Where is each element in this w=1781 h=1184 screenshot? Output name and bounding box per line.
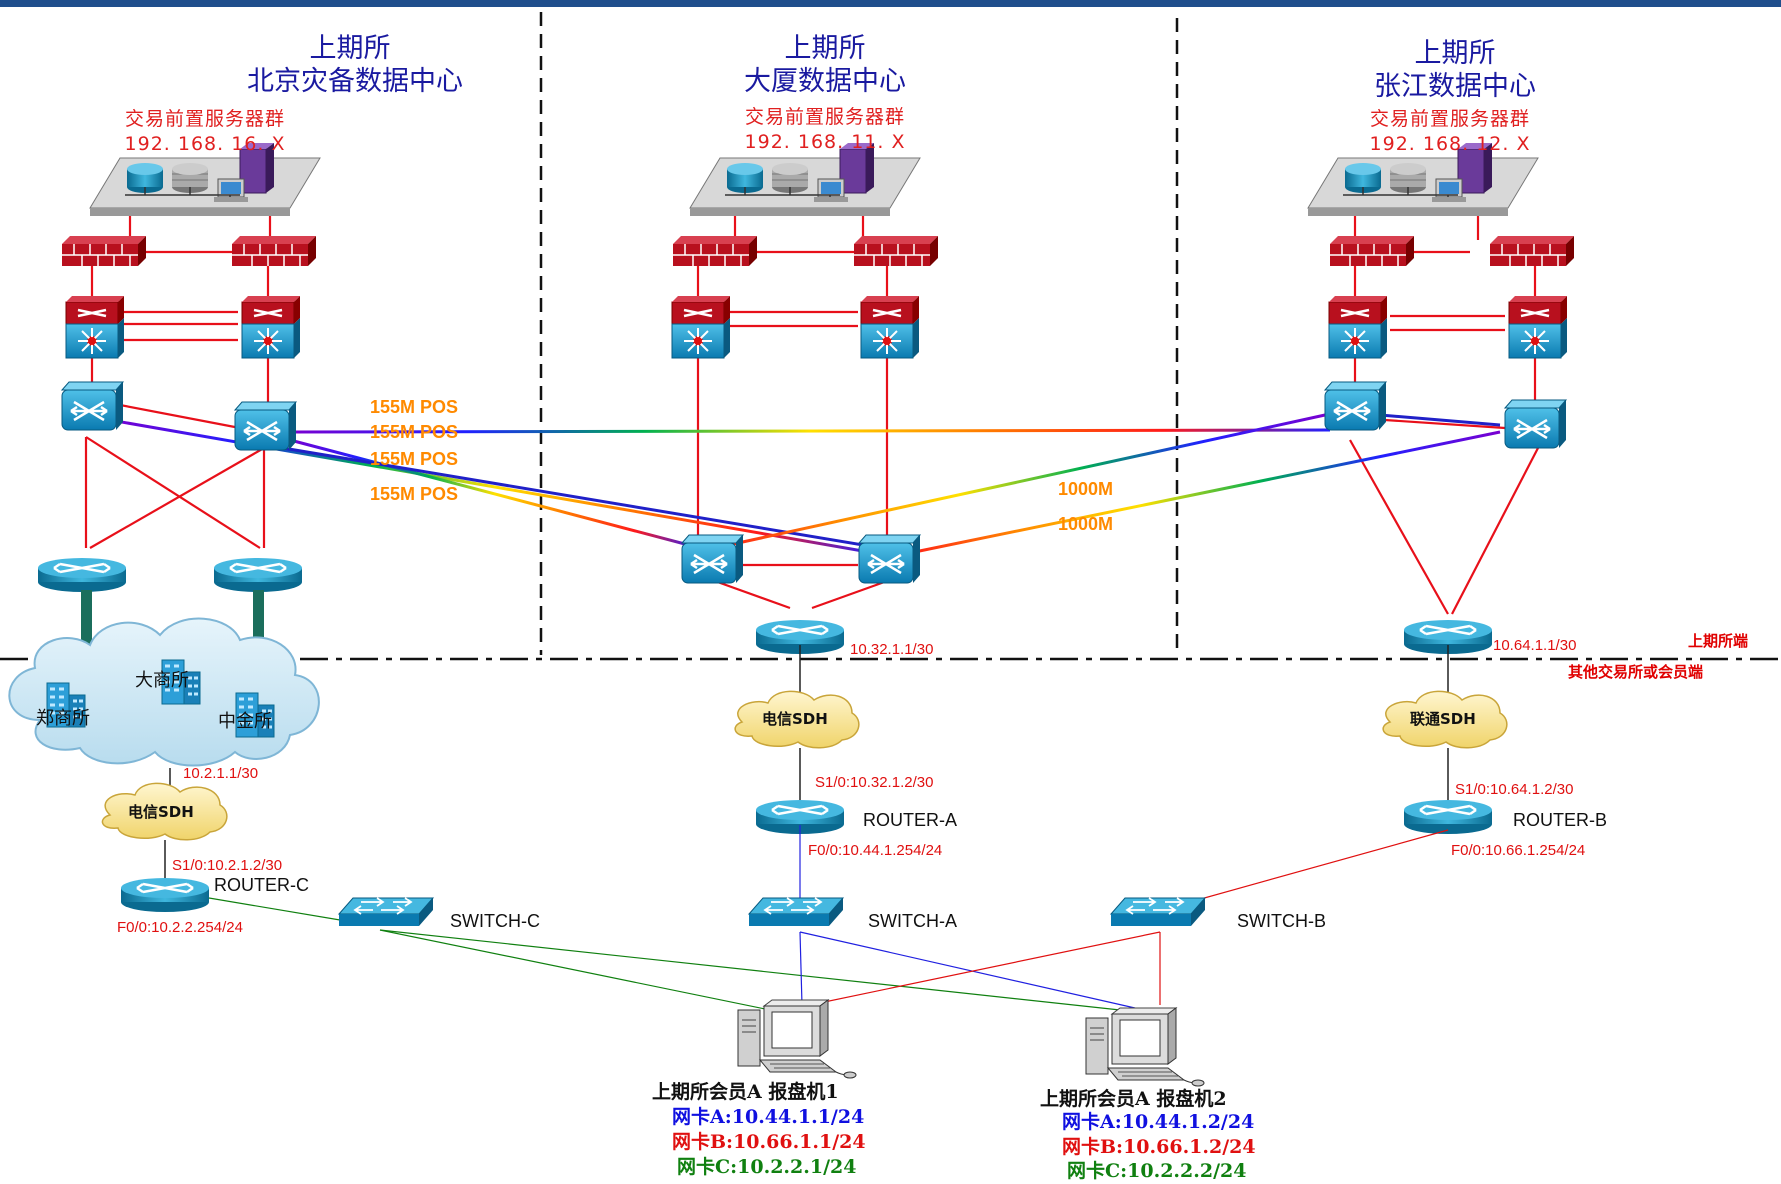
atm-switch-icon [857, 533, 922, 585]
center-1-line2: 北京灾备数据中心 [247, 66, 463, 97]
router-b-serial-ip: S1/0:10.64.1.2/30 [1455, 781, 1574, 798]
pc1-nic-a: 网卡A:10.44.1.1/24 [672, 1106, 865, 1128]
workstation-icon [737, 999, 857, 1079]
switch-a-label: SWITCH-A [868, 911, 957, 931]
mid-sdh-label: 电信SDH [762, 710, 828, 728]
left-cloud-ip: 10.2.1.1/30 [183, 765, 259, 782]
router-icon [36, 556, 128, 594]
atm-switch-icon [233, 400, 298, 452]
right-sdh-label: 联通SDH [1410, 710, 1476, 728]
center-1-line1: 上期所 [309, 33, 391, 64]
firewall-icon [853, 235, 939, 267]
router-a-label: ROUTER-A [863, 810, 957, 830]
cloud-icon [101, 782, 228, 841]
server-rack-icon [689, 142, 921, 217]
red-links [84, 188, 1539, 615]
multilayer-switch-icon [1507, 294, 1569, 360]
multilayer-switch-icon [240, 294, 302, 360]
router-icon [212, 556, 304, 594]
center-1-subnet: 192. 168. 16. X [124, 133, 286, 155]
router-c-serial-ip: S1/0:10.2.1.2/30 [172, 857, 283, 874]
router-b-fast-ip: F0/0:10.66.1.254/24 [1451, 842, 1586, 859]
router-icon [1402, 798, 1494, 836]
switch-c-label: SWITCH-C [450, 911, 540, 931]
atm-switch-icon [1503, 398, 1568, 450]
center-3-line1: 上期所 [1414, 38, 1496, 69]
center-3-cluster: 交易前置服务器群 [1369, 108, 1530, 130]
link-label-pos-4: 155M POS [370, 484, 459, 504]
center-2-line1: 上期所 [784, 33, 866, 64]
cloud-icon [734, 690, 860, 749]
boundary-label-upper: 上期所端 [1688, 632, 1749, 650]
link-label-1000m-2: 1000M [1058, 514, 1114, 534]
pc2-nic-a: 网卡A:10.44.1.2/24 [1062, 1111, 1255, 1133]
boundary-label-lower: 其他交易所或会员端 [1568, 663, 1704, 681]
cloud-label-cffex: 中金所 [218, 711, 272, 732]
right-edge-ip: 10.64.1.1/30 [1493, 637, 1577, 654]
firewall-icon [231, 235, 317, 267]
cloud-label-dce: 大商所 [135, 670, 189, 691]
multilayer-switch-icon [670, 294, 732, 360]
pc1-name: 上期所会员A 报盘机1 [652, 1081, 839, 1103]
firewall-icon [1329, 235, 1415, 267]
router-a-serial-ip: S1/0:10.32.1.2/30 [815, 774, 934, 791]
switch-b-label: SWITCH-B [1237, 911, 1326, 931]
pc2-nic-b: 网卡B:10.66.1.2/24 [1062, 1136, 1256, 1158]
workgroup-switch-icon [338, 897, 434, 927]
link-label-pos-1: 155M POS [370, 397, 459, 417]
center-2-subnet: 192. 168. 11. X [744, 131, 906, 153]
cloud-icon [1382, 690, 1508, 749]
router-c-fast-ip: F0/0:10.2.2.254/24 [117, 919, 243, 936]
link-label-1000m-1: 1000M [1058, 479, 1114, 499]
firewall-icon [61, 235, 147, 267]
workgroup-switch-icon [748, 897, 844, 927]
router-icon [119, 876, 211, 914]
backbone-links [109, 403, 1501, 557]
cloud-label-zce: 郑商所 [36, 708, 90, 729]
pc2-name: 上期所会员A 报盘机2 [1040, 1088, 1227, 1110]
workstation-icon [1085, 1007, 1205, 1087]
atm-switch-icon [60, 380, 125, 432]
atm-switch-icon [1323, 380, 1388, 432]
link-label-pos-3: 155M POS [370, 449, 459, 469]
pc1-nic-c: 网卡C:10.2.2.1/24 [677, 1156, 857, 1178]
multilayer-switch-icon [1327, 294, 1389, 360]
workgroup-switch-icon [1110, 897, 1206, 927]
router-a-fast-ip: F0/0:10.44.1.254/24 [808, 842, 943, 859]
center-3-line2: 张江数据中心 [1374, 71, 1536, 102]
center-1-cluster: 交易前置服务器群 [124, 108, 285, 130]
firewall-icon [1489, 235, 1575, 267]
link-label-pos-2: 155M POS [370, 422, 459, 442]
multilayer-switch-icon [859, 294, 921, 360]
top-bar [0, 0, 1781, 7]
router-c-label: ROUTER-C [214, 875, 309, 895]
firewall-icon [672, 235, 758, 267]
center-2-cluster: 交易前置服务器群 [744, 106, 905, 128]
pc2-nic-c: 网卡C:10.2.2.2/24 [1067, 1160, 1247, 1182]
center-2-line2: 大厦数据中心 [744, 66, 906, 97]
left-sdh-label: 电信SDH [128, 803, 194, 821]
router-b-label: ROUTER-B [1513, 810, 1607, 830]
pc1-nic-b: 网卡B:10.66.1.1/24 [672, 1131, 866, 1153]
center-3-subnet: 192. 168. 12. X [1369, 133, 1531, 155]
atm-switch-icon [680, 533, 745, 585]
mid-edge-ip: 10.32.1.1/30 [850, 641, 934, 658]
multilayer-switch-icon [64, 294, 126, 360]
